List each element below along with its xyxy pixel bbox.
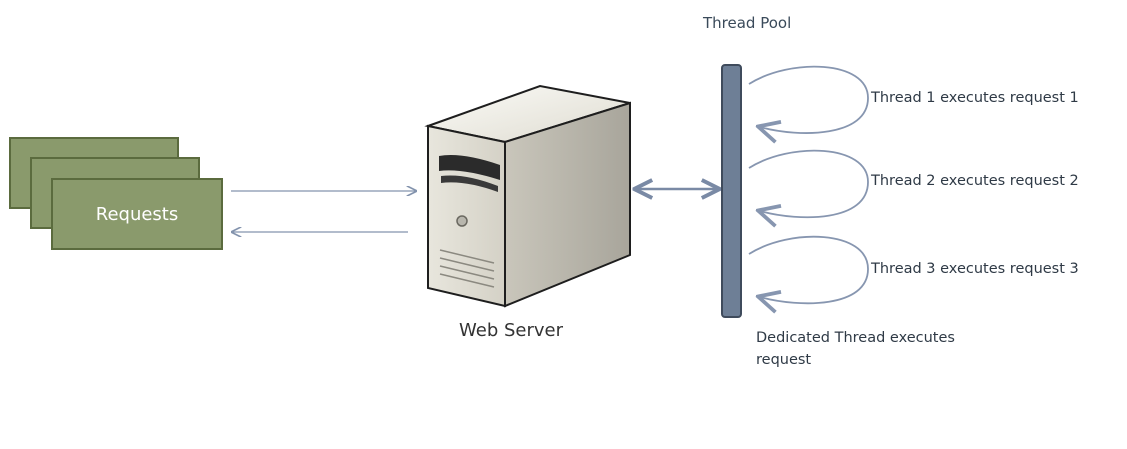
server-power-button bbox=[456, 215, 468, 227]
thread-loop-1 bbox=[748, 65, 869, 133]
server-side-face bbox=[504, 101, 631, 308]
thread-loop-3 bbox=[748, 235, 869, 304]
server-vent-2 bbox=[439, 257, 495, 272]
server-vent-4 bbox=[439, 273, 495, 288]
dedicated-thread-label: Dedicated Thread executes request bbox=[756, 330, 955, 368]
server-drive-slot bbox=[441, 175, 498, 192]
thread-pool-title: Thread Pool bbox=[703, 14, 792, 32]
thread-2-label: Thread 2 executes request 2 bbox=[871, 173, 1079, 189]
requests-stack bbox=[9, 137, 223, 250]
request-card-front bbox=[51, 178, 223, 250]
requests-label: Requests bbox=[95, 203, 179, 225]
thread-3-label: Thread 3 executes request 3 bbox=[871, 261, 1079, 277]
thread-loop-2 bbox=[748, 149, 869, 218]
thread-1-label: Thread 1 executes request 1 bbox=[871, 90, 1079, 106]
web-server-icon bbox=[424, 84, 631, 308]
thread-pool-bar bbox=[721, 64, 742, 318]
web-server-label: Web Server bbox=[459, 320, 563, 341]
server-vent-3 bbox=[439, 265, 495, 280]
server-vent-1 bbox=[439, 249, 495, 264]
server-drive-bay bbox=[439, 155, 500, 180]
